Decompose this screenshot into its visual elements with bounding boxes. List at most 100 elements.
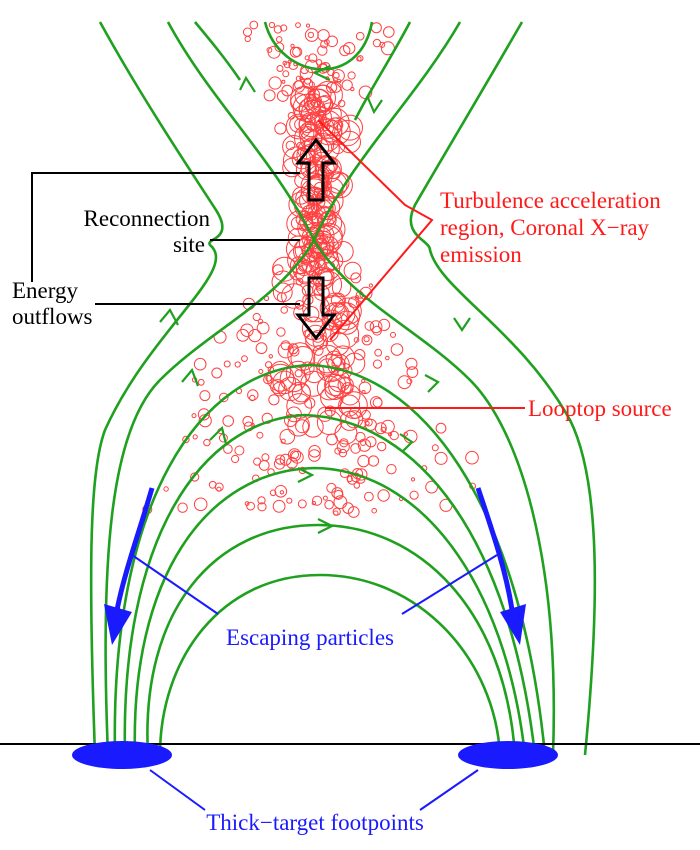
particle-circle [340,391,368,420]
particle-circle [257,318,264,325]
particle-circle [316,137,340,161]
looptop-label: Looptop source [528,396,672,421]
particle-circle [193,357,207,371]
particle-circle [341,79,353,91]
particle-circle [295,22,301,29]
particle-circle [317,406,333,422]
particle-circle [241,355,248,363]
particle-circle [353,337,360,343]
field-arrow-right-loop [424,374,440,393]
field-arrow-left-loop [181,367,200,387]
particle-circle [279,428,296,445]
particle-circle [285,113,312,140]
particle-circle [272,381,287,397]
particle-circle [247,389,259,401]
particle-circle [312,495,323,506]
particle-circle [346,475,353,483]
particle-circle [330,81,342,93]
field-arrow-inner-left [209,425,228,445]
particle-circle [383,26,395,38]
particle-circle [268,21,275,29]
turbulence-label-line3: emission [440,242,522,267]
particle-circle [381,419,395,434]
particle-circle [320,236,339,255]
particle-circle [268,354,273,359]
leader-footpoint-right [419,769,479,811]
field-line-upper-right-mid [312,21,462,241]
leader-turbulence [317,119,434,341]
particle-circle [282,60,288,66]
particle-circle [285,140,296,151]
particle-circle [244,501,250,507]
particle-circle [304,28,319,42]
particle-cloud [142,20,479,518]
particle-circle [324,373,347,397]
particle-circle [434,451,448,465]
particle-circle [324,379,346,401]
particle-circle [274,42,285,53]
particle-circle [302,294,331,323]
particle-circle [305,23,311,28]
particle-circle [332,507,341,516]
particle-circle [311,500,317,506]
energy-outflows-label-line2: outflows [12,304,93,329]
particle-circle [304,77,312,85]
leader-lines [31,119,525,811]
particle-circle [322,495,328,501]
particle-circle [405,357,418,370]
particle-circle [374,348,383,357]
particle-circle [277,342,294,359]
particle-circle [280,24,288,32]
particle-circle [281,79,286,84]
field-line-lower-left-x [104,239,316,756]
particle-circle [336,363,353,379]
particle-circle [324,251,344,271]
particle-circle [211,367,223,379]
particle-circle [334,297,362,325]
particle-circle [299,76,304,81]
particle-circle [364,321,375,331]
particle-circle [380,426,387,433]
particle-circle [425,480,439,494]
particle-circle [363,336,370,343]
particle-circle [272,264,284,276]
leader-escaping-left [131,554,219,615]
particle-circle [275,454,286,465]
particle-circle [348,296,360,309]
particle-circle [345,410,364,429]
flare-loop-2 [123,413,537,756]
particle-circle [361,334,373,346]
particle-circle [252,312,261,322]
particle-circle [197,408,210,421]
field-arrow-left-mid [159,308,179,326]
particle-circle [316,375,342,401]
particle-circle [326,81,338,94]
particle-circle [333,489,344,500]
field-line-top-loop-inner [353,21,412,121]
particle-circle [248,329,262,343]
leader-energy-upper [31,172,300,282]
particle-circle [276,90,289,102]
particle-circle [309,260,320,271]
particle-circle [337,376,354,394]
field-line-upper-left-outer [89,21,224,756]
particle-circle [386,464,397,475]
particle-circle [294,369,303,378]
particle-circle [261,453,270,462]
particle-circle [379,41,386,48]
particle-circle [289,46,301,58]
particle-circle [214,482,224,492]
particle-circle [273,25,283,34]
particle-circle [246,501,256,511]
particle-circle [258,369,264,374]
reconnection-label-line2: site [173,232,205,257]
particle-circle [308,53,318,63]
particle-circle [390,343,404,356]
particle-circle [222,415,234,427]
particle-circle [342,502,354,514]
particle-circle [255,342,268,355]
particle-circle [258,460,270,471]
particle-circle [192,434,198,440]
